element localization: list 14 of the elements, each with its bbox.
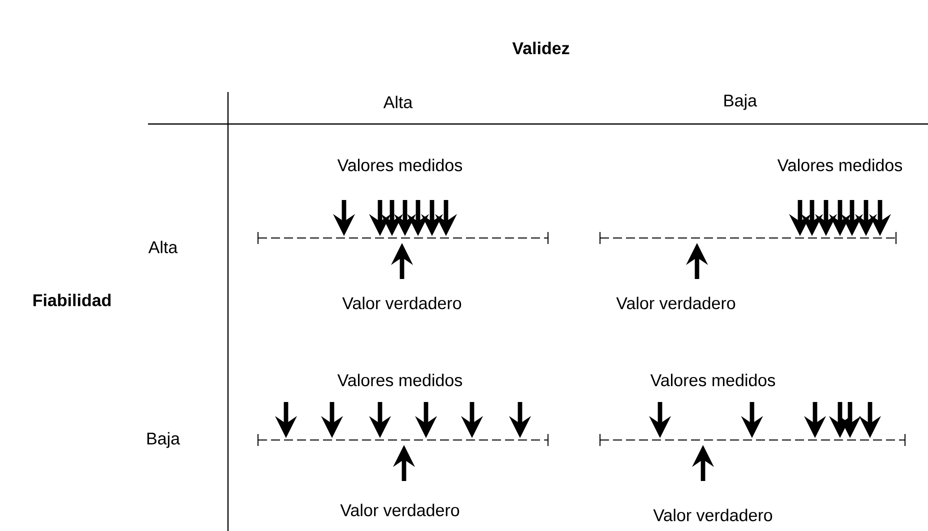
row-header: Baja xyxy=(147,432,180,448)
true-value-label: Valor verdadero xyxy=(342,296,462,310)
column-header: Baja xyxy=(724,94,758,110)
row-header: Alta xyxy=(148,240,178,254)
column-header: Alta xyxy=(383,96,413,108)
measured-label: Valores medidos xyxy=(650,374,776,386)
true-value-label: Valor verdadero xyxy=(616,296,736,310)
measured-label: Valores medidos xyxy=(777,158,902,172)
true-value-label: Valor verdadero xyxy=(653,508,772,522)
title: Validez xyxy=(512,42,570,54)
true-value-label: Valor verdadero xyxy=(340,504,460,516)
measured-label: Valores medidos xyxy=(337,158,462,172)
axis-title: Fiabilidad xyxy=(33,294,111,306)
measured-label: Valores medidos xyxy=(337,374,462,386)
